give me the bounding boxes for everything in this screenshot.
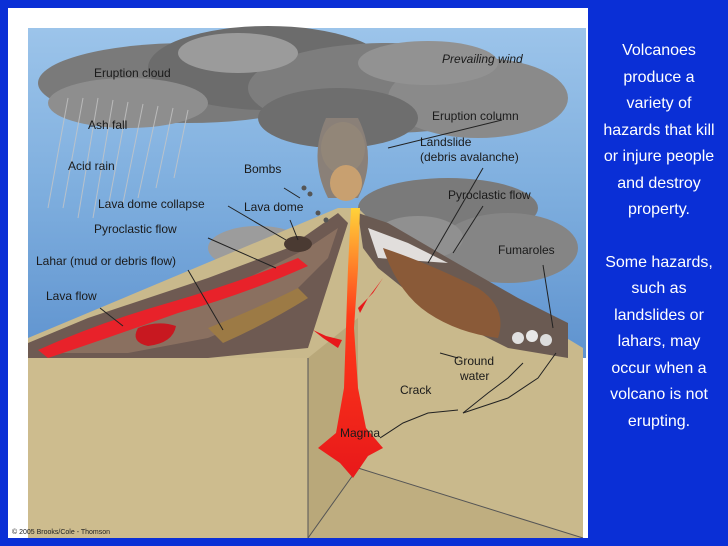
- crack-line: [379, 409, 459, 439]
- label-pyroclastic-flow-right: Pyroclastic flow: [448, 188, 531, 202]
- label-lava-dome: Lava dome: [244, 200, 304, 214]
- lahar-flow: [208, 288, 308, 343]
- volcano-hazards-diagram: Eruption cloud Prevailing wind Ash fall …: [28, 26, 586, 538]
- label-acid-rain: Acid rain: [68, 159, 115, 173]
- volcano-slope-left: [28, 213, 348, 358]
- landslide-deposit: [383, 248, 501, 338]
- label-lava-flow: Lava flow: [46, 289, 97, 303]
- label-ground-water: Ground: [454, 354, 494, 368]
- label-landslide: Landslide: [420, 135, 472, 149]
- sidebar-text: Volcanoes produce a variety of hazards t…: [598, 38, 720, 435]
- label-lava-dome-collapse: Lava dome collapse: [98, 197, 205, 211]
- label-pyroclastic-flow-left: Pyroclastic flow: [94, 222, 177, 236]
- label-fumaroles: Fumaroles: [498, 243, 555, 257]
- diagram-panel: Eruption cloud Prevailing wind Ash fall …: [8, 8, 588, 538]
- magma-conduit: [318, 208, 383, 478]
- volcanic-bombs: [301, 185, 329, 223]
- sidebar-paragraph-2: Some hazards, such as landslides or laha…: [605, 253, 713, 430]
- label-lahar: Lahar (mud or debris flow): [36, 254, 176, 268]
- label-eruption-cloud: Eruption cloud: [94, 66, 171, 80]
- lava-flow: [38, 258, 308, 358]
- label-prevailing-wind: Prevailing wind: [442, 52, 523, 66]
- eruption-column: [317, 118, 368, 201]
- label-magma: Magma: [340, 426, 380, 440]
- eruption-cloud: [38, 26, 568, 148]
- sidebar-paragraph-1: Volcanoes produce a variety of hazards t…: [603, 42, 715, 218]
- lava-dome: [284, 236, 312, 252]
- label-crack: Crack: [400, 383, 432, 397]
- label-bombs: Bombs: [244, 162, 281, 176]
- label-eruption-column: Eruption column: [432, 109, 519, 123]
- label-ground-water-sub: water: [459, 369, 489, 383]
- label-landslide-sub: (debris avalanche): [420, 150, 519, 164]
- ash-fall-streaks: [47, 97, 189, 219]
- copyright-notice: © 2005 Brooks/Cole - Thomson: [12, 529, 111, 536]
- fumaroles: [512, 330, 552, 346]
- label-ash-fall: Ash fall: [88, 118, 127, 132]
